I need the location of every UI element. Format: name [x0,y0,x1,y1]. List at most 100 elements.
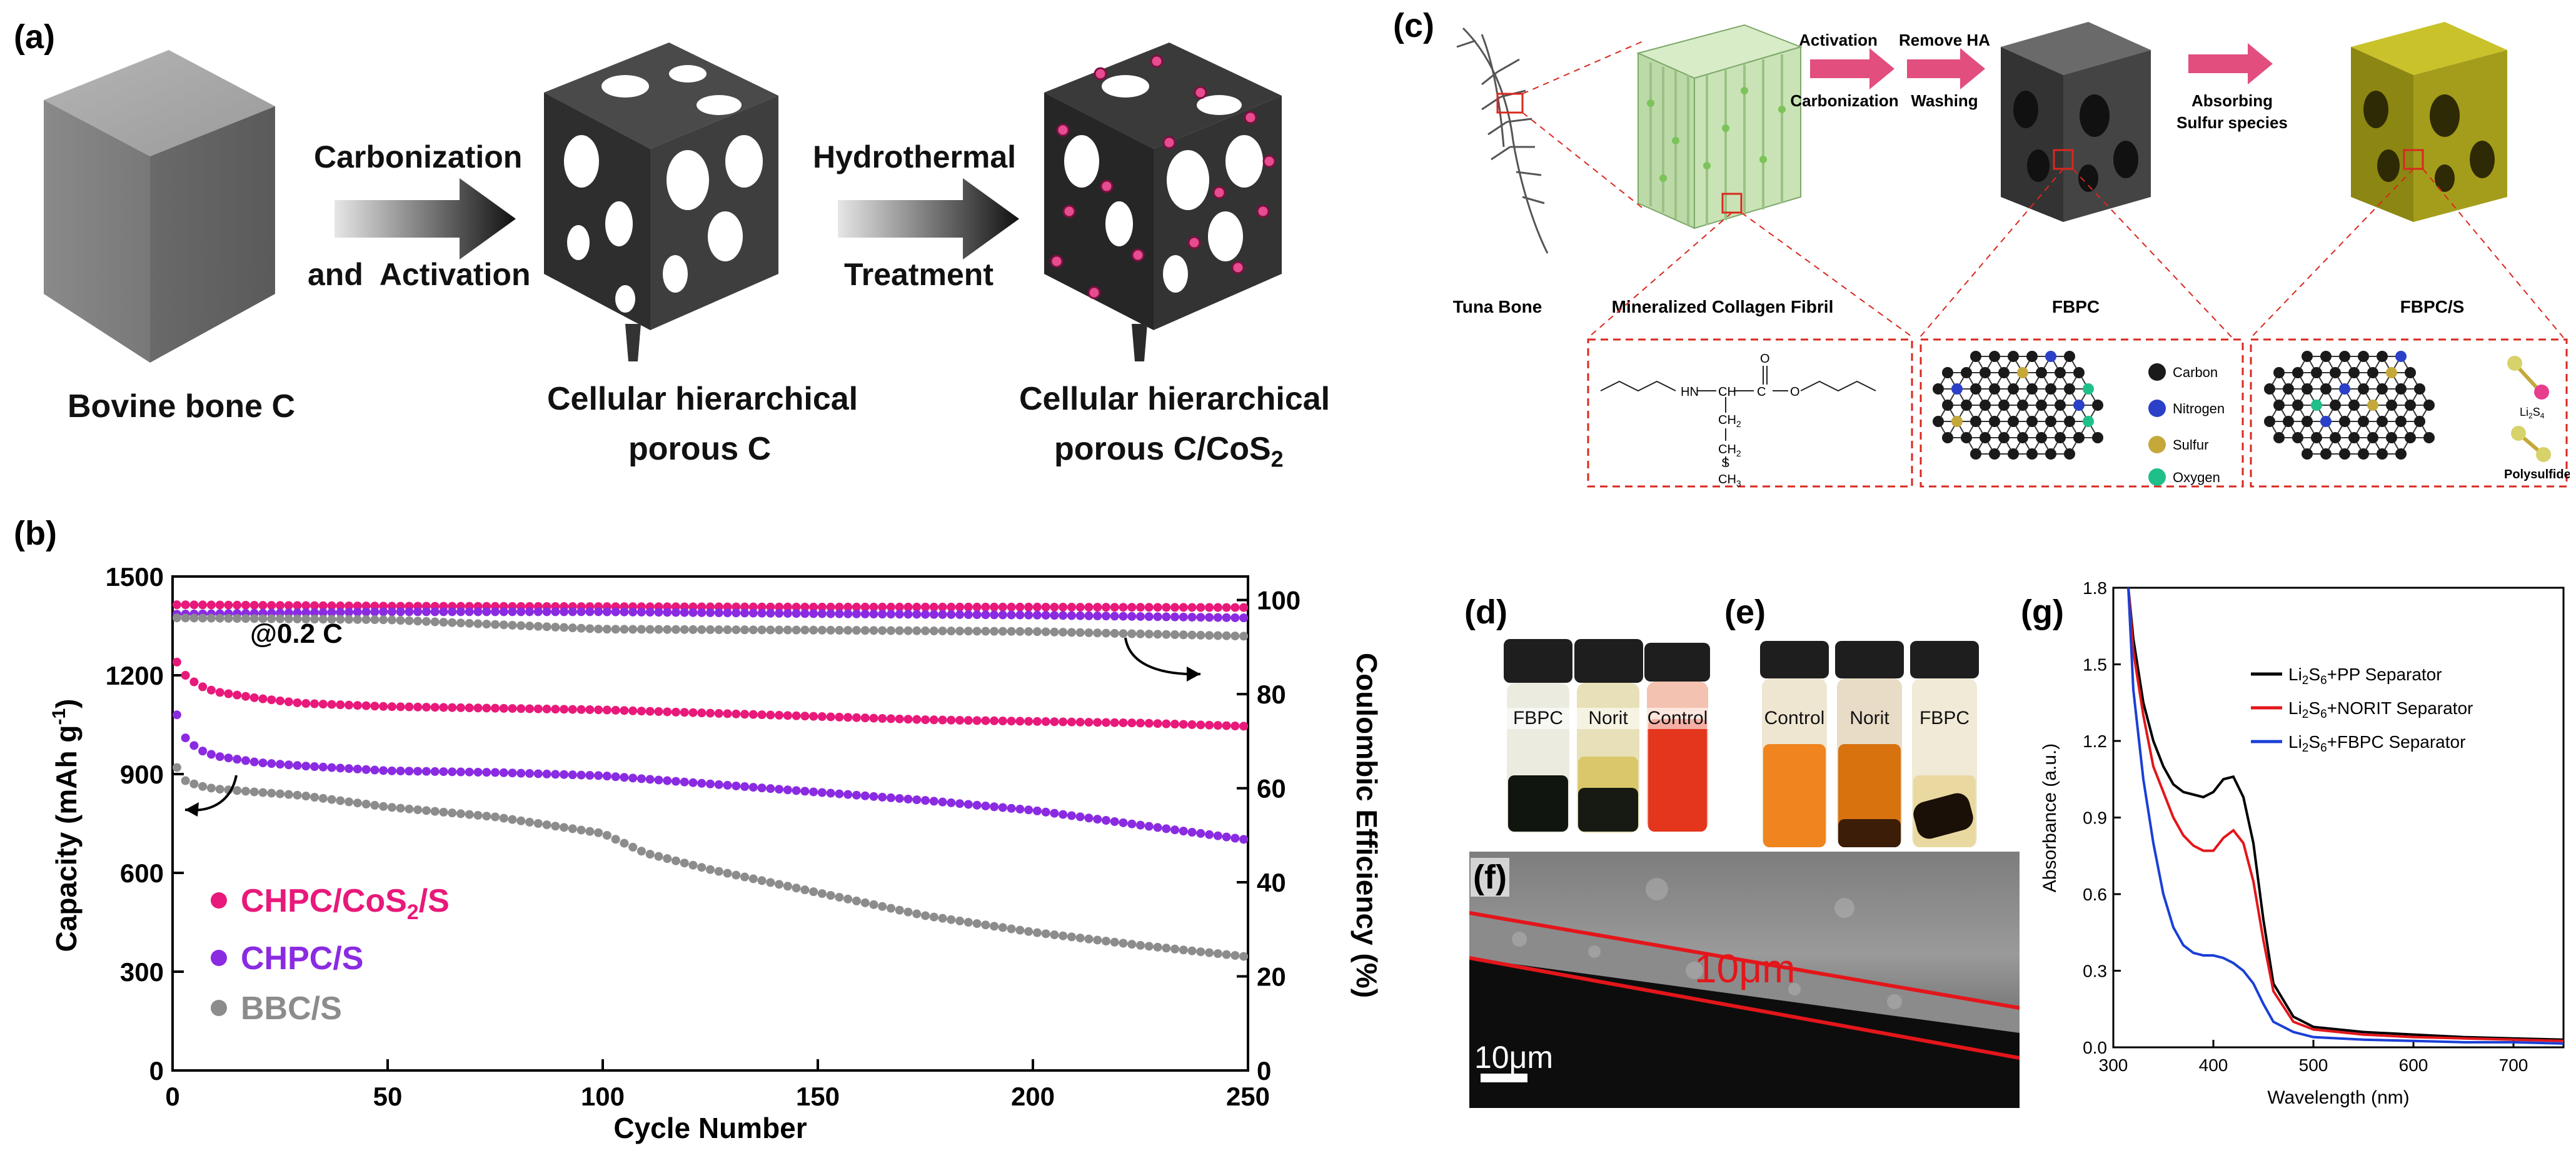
data-point-b [301,601,311,610]
data-point-b [732,709,741,718]
data-point-b [379,802,388,811]
step1-line2: and Activation [308,257,531,292]
series-b-1 [172,710,1249,844]
data-point-b [1162,719,1171,728]
arrow-absorbing [2188,43,2273,84]
data-point-b [1101,603,1110,612]
data-point-b [963,800,973,809]
data-point-b [981,801,990,810]
data-point-b [448,618,457,627]
data-point-b [1015,717,1025,726]
data-point-b [636,625,646,634]
data-point-b [421,607,431,617]
data-point-b [456,809,465,818]
data-point-b [869,626,878,635]
lattice-atom [2083,383,2094,395]
data-point-b [1170,944,1180,954]
data-point-b [396,607,405,617]
data-point-b [576,825,586,835]
lattice-atom [1942,400,1953,411]
data-point-b [1084,611,1094,620]
data-point-b [413,617,423,626]
data-point-b [654,775,663,785]
data-point-b [783,785,792,795]
data-point-b [706,708,715,718]
data-point-b [1075,812,1085,822]
data-point-b [947,715,956,725]
data-point-b [353,798,362,808]
lattice-atom [1989,351,2000,362]
data-point-b [835,789,844,798]
lattice-atom [2055,367,2066,378]
lattice-atom [1998,367,2010,378]
lattice-atom [1970,416,1981,427]
lattice-atom [1933,416,1944,427]
lattice-atom [2045,448,2056,460]
lattice-atom [2036,432,2047,443]
data-point-b [929,610,938,619]
data-point-b [912,715,922,724]
lattice-atom [1989,448,2000,460]
data-point-b [955,602,965,612]
step1-line1: Carbonization [314,139,523,174]
data-point-b [172,613,181,623]
data-point-b [318,608,328,617]
data-point-b [972,716,982,725]
data-point-b [740,625,750,635]
lattice-atom [2008,383,2019,395]
chem-ch3: CH3 [1718,473,1741,488]
xlabel-g: Wavelength (nm) [2267,1087,2409,1108]
data-point-b [972,627,982,636]
data-point-b [972,800,982,810]
data-point-b [1032,928,1042,937]
scheme-c: Activation Carbonization Remove HA Washi… [1453,22,2570,488]
data-point-b [542,704,551,713]
data-point-b [1075,611,1085,620]
ylabel-left-b: Capacity (mAh g-1) [49,699,83,952]
data-point-b [258,694,268,703]
data-point-b [1153,942,1162,952]
data-point-b [955,916,965,925]
lattice-atom [2008,448,2019,460]
data-point-b [1093,612,1102,621]
data-point-b [594,705,603,715]
data-point-b [1059,603,1068,612]
data-point-b [783,602,792,612]
data-point-b [1144,822,1154,831]
data-point-b [903,610,913,619]
arrow3-bottom: Sulfur species [2176,113,2288,132]
data-point-b [267,759,276,768]
data-point-b [1196,630,1205,640]
data-point-b [775,608,784,618]
data-point-b [1136,820,1145,830]
data-point-b [1170,612,1180,622]
data-point-b [241,614,250,623]
data-point-b [636,774,646,783]
data-point-b [379,607,388,617]
lattice-atom [2348,400,2360,411]
data-point-b [809,887,818,897]
data-point-b [533,607,543,617]
lattice-atom [1980,367,1991,378]
data-point-b [1015,610,1025,620]
lattice-atom [1989,383,2000,395]
data-point-b [766,878,775,887]
data-point-b [740,710,750,719]
data-point-b [990,922,999,931]
xtick-label-b: 200 [1011,1082,1055,1111]
data-point-b [206,783,216,793]
label-cos2-line1: Cellular hierarchical [1019,381,1331,417]
data-point-b [955,627,965,636]
data-point-b [688,708,698,717]
data-point-b [792,884,801,893]
data-point-b [895,905,904,915]
data-point-b [430,807,440,816]
vial-d-label-2: Norit [1577,708,1639,729]
data-point-b [947,627,956,636]
data-point-b [310,601,319,610]
data-point-b [809,625,818,635]
data-point-b [206,685,216,695]
ylabel-right-b: Coulombic Efficiency (%) [1351,653,1383,998]
data-point-b [456,767,465,777]
fbpcs-lattice [2264,351,2435,460]
